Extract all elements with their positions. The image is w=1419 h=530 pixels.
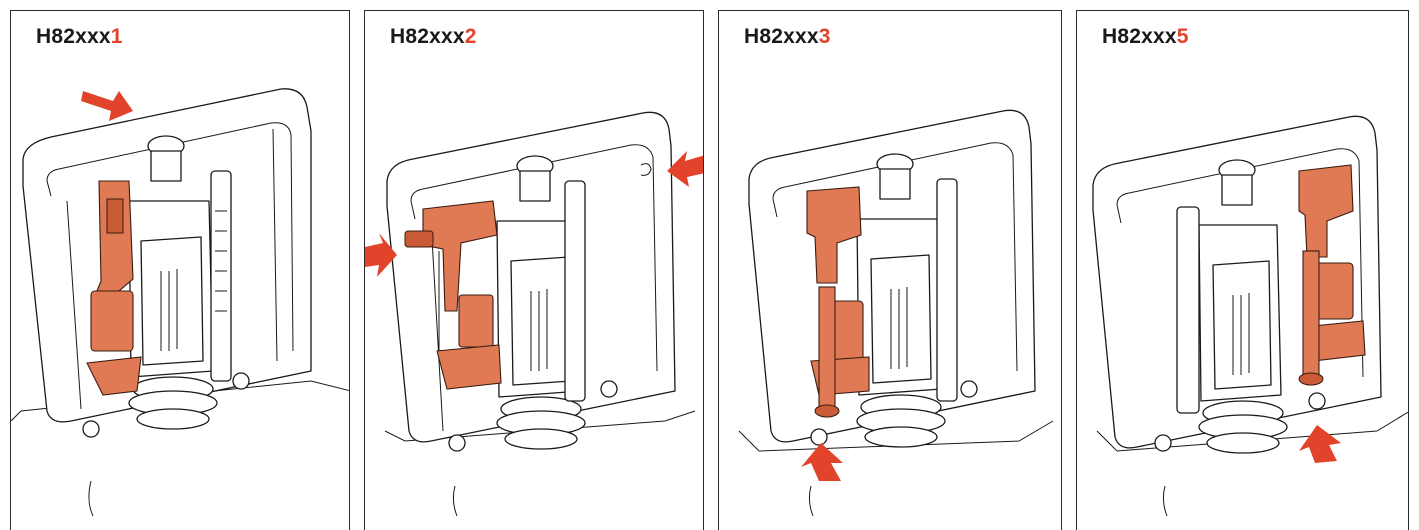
cistern-illustration <box>738 109 1054 517</box>
panel-h82xxx3: H82xxx3 <box>718 10 1062 530</box>
arrow-left <box>365 233 397 277</box>
flush-valve <box>128 135 218 430</box>
arrow-bottom-right <box>1299 425 1341 463</box>
flush-valve <box>856 153 946 448</box>
screw <box>232 372 250 390</box>
arrow-right <box>667 151 703 187</box>
fill-valve-highlight <box>86 180 142 396</box>
flush-valve <box>496 155 586 450</box>
arrow-top <box>81 91 133 121</box>
screw <box>600 380 618 398</box>
flush-valve <box>1198 159 1288 454</box>
cistern-illustration <box>11 88 349 517</box>
panel-h82xxx1: H82xxx1 <box>10 10 350 530</box>
screw <box>82 420 100 438</box>
screw <box>1154 434 1172 452</box>
fill-valve-highlight <box>404 200 502 390</box>
overflow-tube <box>1176 206 1200 414</box>
panel-h82xxx5: H82xxx5 <box>1076 10 1409 530</box>
panel-title: H82xxx2 <box>390 25 477 48</box>
cistern-illustration <box>1092 115 1408 517</box>
fill-valve-highlight <box>806 186 870 418</box>
arrow-bottom-left <box>801 443 843 481</box>
screw <box>960 380 978 398</box>
screw <box>1308 392 1326 410</box>
overflow-tube <box>564 180 586 402</box>
screw <box>810 428 828 446</box>
panel-title: H82xxx3 <box>744 25 831 48</box>
panel-h82xxx2: H82xxx2 <box>364 10 704 530</box>
fill-valve-highlight <box>1298 164 1366 386</box>
panel-title: H82xxx1 <box>36 25 123 48</box>
screw <box>448 434 466 452</box>
overflow-tube <box>936 178 958 402</box>
panel-title: H82xxx5 <box>1102 25 1189 48</box>
cistern-illustration <box>365 111 703 517</box>
overflow-tube <box>210 170 232 382</box>
